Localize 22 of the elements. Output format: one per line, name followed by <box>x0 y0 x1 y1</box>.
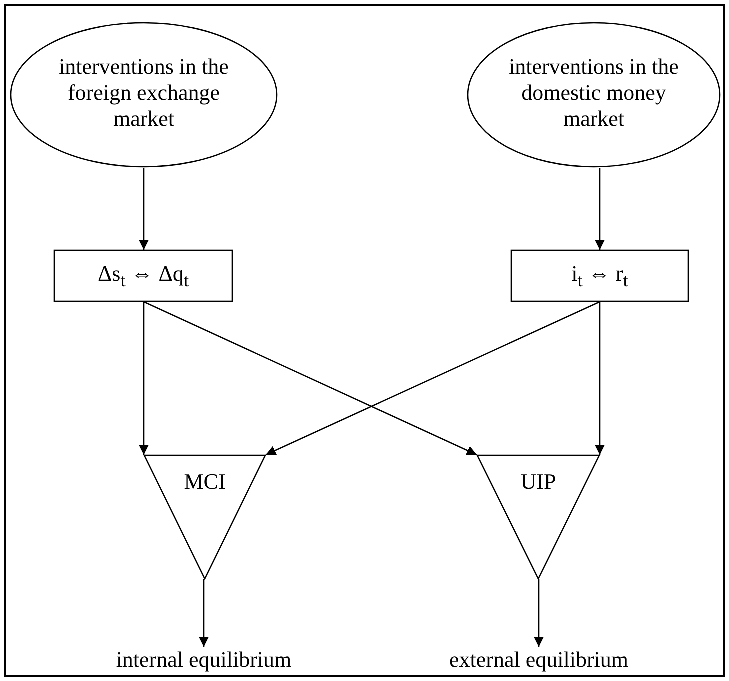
node-label: Δs$_{t}$ ⇔ Δq$_{t}$ <box>96 261 190 292</box>
arrow <box>595 302 605 455</box>
relation-box <box>511 250 689 302</box>
arrow <box>199 579 209 647</box>
intervention-ellipse <box>467 22 721 168</box>
intervention-ellipse <box>10 22 278 168</box>
index-triangle <box>477 455 600 579</box>
arrow <box>595 168 605 250</box>
relation-box <box>54 250 233 302</box>
index-triangle <box>144 455 266 579</box>
arrow <box>144 301 478 456</box>
arrow <box>139 168 149 250</box>
node-label: UIP <box>520 469 558 495</box>
arrow <box>534 579 544 647</box>
node-label: interventions in the foreign exchange market <box>58 54 230 132</box>
outcome-label: internal equilibrium <box>115 647 293 673</box>
arrow <box>266 301 600 456</box>
node-label: MCI <box>183 469 227 495</box>
node-label: interventions in the domestic money market <box>508 54 680 132</box>
node-label: i$_{t}$ ⇔ r$_{t}$ <box>570 261 630 292</box>
arrow <box>139 302 149 455</box>
outcome-label: external equilibrium <box>448 647 630 673</box>
